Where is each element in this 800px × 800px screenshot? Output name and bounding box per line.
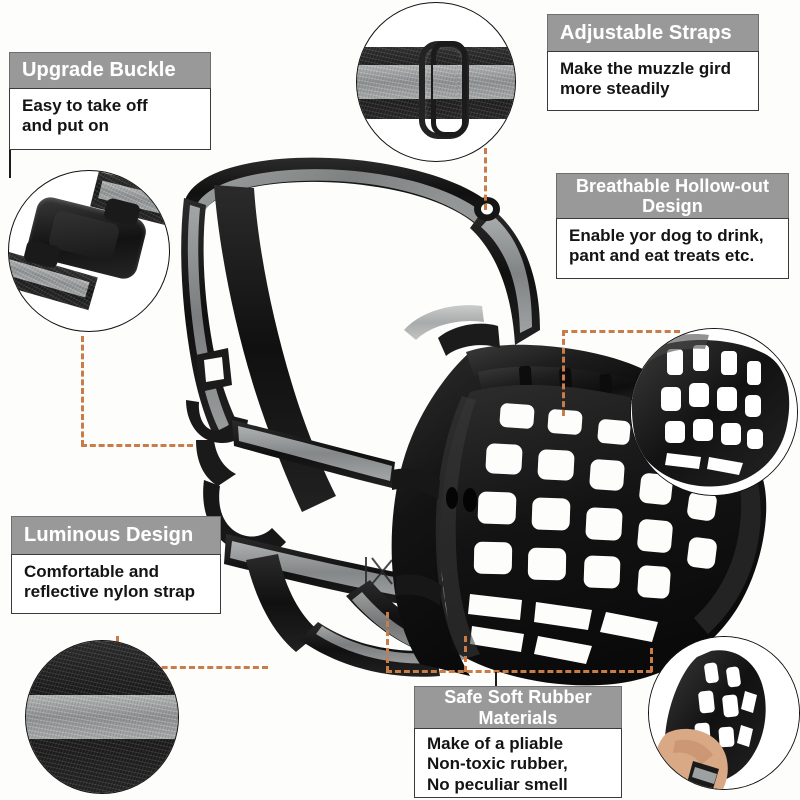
strap-adjuster-hardware [186, 348, 286, 555]
callout-body-adjustable-straps: Make the muzzle gird more steadily [547, 51, 759, 111]
callout-safe-soft-rubber: Safe Soft Rubber Materials Make of a pli… [414, 686, 622, 798]
leader-line-upgrade-buckle-v [9, 150, 11, 178]
side-release-buckle-inset [8, 170, 170, 332]
hand-squeeze-inset [648, 636, 800, 790]
hand-squeeze-drawing [653, 650, 766, 789]
strap-slider-inset [356, 2, 516, 162]
connector-buckle-vertical [81, 336, 84, 446]
hollow-basket-inset [630, 328, 798, 496]
callout-luminous-design: Luminous Design Comfortable and reflecti… [11, 516, 221, 614]
callout-title-safe-soft-rubber: Safe Soft Rubber Materials [414, 686, 622, 728]
connector-adjustable-straps-vertical [484, 148, 487, 210]
callout-body-breathable-hollow-out: Enable yor dog to drink, pant and eat tr… [556, 218, 789, 279]
callout-title-breathable-hollow-out: Breathable Hollow-out Design [556, 173, 789, 218]
reflective-webbing-inset [25, 640, 179, 794]
connector-hollow-top-horizontal [562, 330, 680, 333]
callout-body-upgrade-buckle: Easy to take off and put on [9, 88, 211, 150]
muzzle-cheek-connectors [392, 468, 442, 606]
connector-hollow-vertical [562, 330, 565, 416]
connector-rubber-vertical-mid [464, 636, 467, 672]
connector-buckle-horizontal [81, 444, 193, 447]
connector-rubber-horizontal [386, 670, 652, 673]
muzzle-top-mount [404, 305, 500, 356]
callout-body-luminous-design: Comfortable and reflective nylon strap [11, 554, 221, 614]
callout-breathable-hollow-out: Breathable Hollow-out Design Enable yor … [556, 173, 789, 279]
callout-body-safe-soft-rubber: Make of a pliable Non-toxic rubber, No p… [414, 728, 622, 798]
callout-title-adjustable-straps: Adjustable Straps [547, 14, 759, 51]
callout-title-upgrade-buckle: Upgrade Buckle [9, 52, 211, 88]
callout-upgrade-buckle: Upgrade Buckle Easy to take off and put … [9, 52, 211, 150]
head-strap-group [181, 157, 540, 512]
leader-line-rubber [495, 672, 497, 686]
connector-rubber-vertical-left [386, 612, 389, 672]
hollow-basket-inset-drawing [631, 334, 790, 487]
callout-adjustable-straps: Adjustable Straps Make the muzzle gird m… [547, 14, 759, 111]
callout-title-luminous-design: Luminous Design [11, 516, 221, 554]
cheek-straps [224, 420, 448, 612]
connector-luminous-horizontal [116, 666, 268, 669]
